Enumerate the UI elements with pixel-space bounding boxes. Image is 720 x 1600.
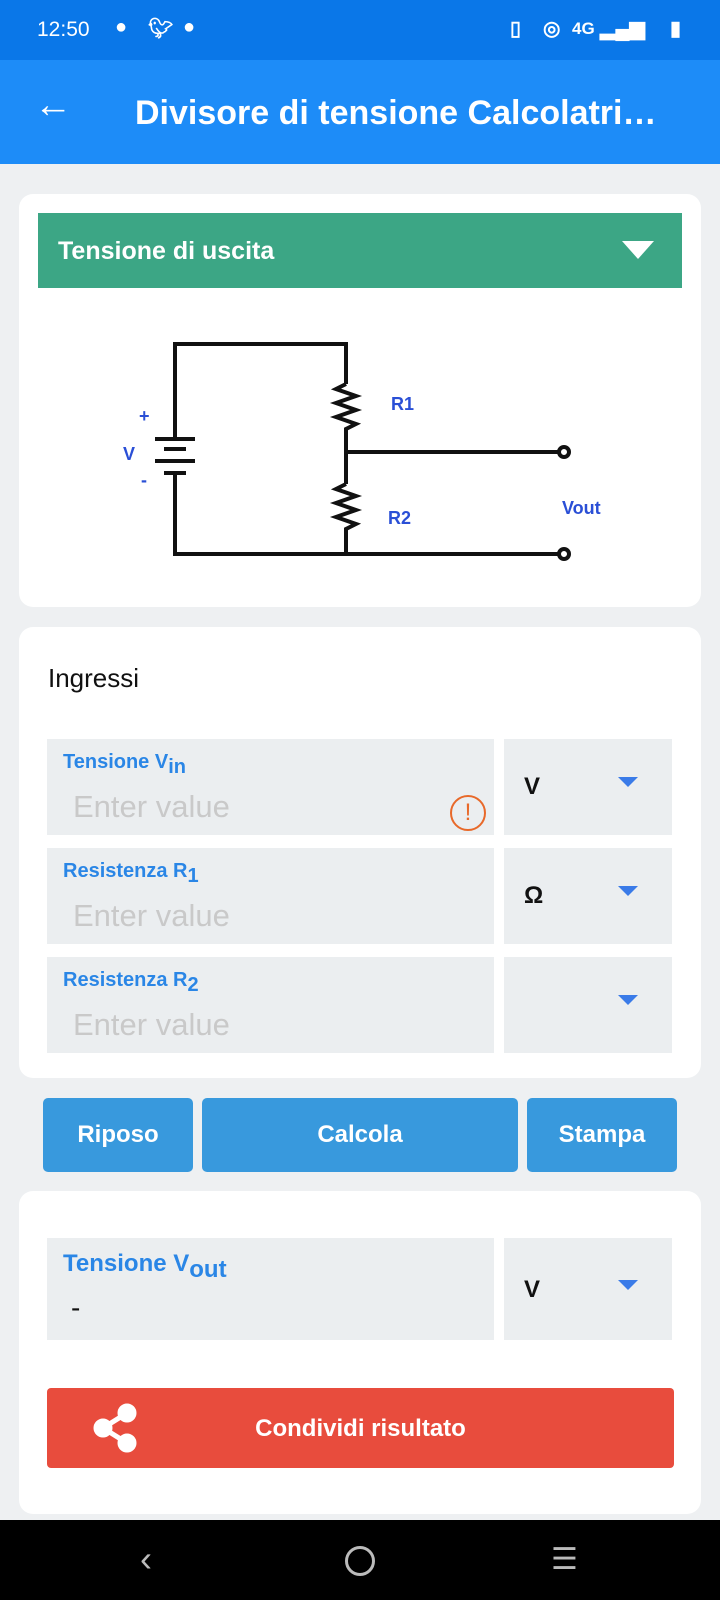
hotspot-icon: ◎ (543, 18, 561, 40)
vin-input[interactable]: Enter value (73, 789, 230, 824)
signal-icon: ▂▄▆ (600, 18, 645, 40)
vin-unit-select[interactable]: V (504, 739, 672, 835)
inputs-heading: Ingressi (48, 663, 140, 693)
r1-unit: Ω (524, 882, 544, 909)
app-notification-icon: ● (183, 16, 196, 38)
voltage-divider-diagram: + V - R1 R2 Vout (123, 342, 601, 561)
r1-label: R1 (391, 394, 414, 414)
dropdown-arrow-icon (618, 1280, 638, 1290)
vin-field[interactable]: Tensione Vin Enter value ! (47, 739, 494, 835)
warning-icon: ! (450, 795, 486, 831)
minus-label: - (141, 470, 147, 490)
v-label: V (123, 444, 135, 464)
page-title: Divisore di tensione Calcolatri… (135, 94, 657, 132)
r2-unit-select[interactable] (504, 957, 672, 1053)
back-arrow-icon[interactable]: ← (34, 84, 72, 126)
reset-button[interactable]: Riposo (43, 1098, 193, 1172)
vin-label: Tensione V (63, 751, 169, 773)
r1-subscript: 1 (187, 865, 199, 887)
share-label: Condividi risultato (255, 1415, 466, 1442)
vout-value: - (71, 1292, 81, 1323)
vout-unit-select[interactable]: V (504, 1238, 672, 1340)
twitter-icon: 🐦︎ (148, 18, 174, 40)
output-card: Tensione Vout - V Condividi risultato (19, 1191, 701, 1514)
system-nav-bar: ‹ ☰ (0, 1520, 720, 1600)
inputs-card: Ingressi Tensione Vin Enter value ! V Re… (19, 627, 701, 1078)
vout-field: Tensione Vout - (47, 1238, 494, 1340)
nav-home-icon[interactable] (345, 1546, 375, 1576)
vout-subscript: out (189, 1255, 227, 1283)
app-bar: ← Divisore di tensione Calcolatri… (0, 60, 720, 164)
battery-icon: ▮ (670, 18, 682, 40)
calculate-button[interactable]: Calcola (202, 1098, 518, 1172)
r1-field[interactable]: Resistenza R1 Enter value (47, 848, 494, 944)
vin-subscript: in (168, 756, 186, 778)
dropdown-arrow-icon (618, 777, 638, 787)
app-notification-icon: ● (115, 16, 128, 38)
r1-unit-select[interactable]: Ω (504, 848, 672, 944)
vibrate-icon: ▯ (510, 18, 522, 40)
plus-label: + (139, 406, 150, 426)
r1-field-label: Resistenza R (63, 860, 188, 882)
vout-field-label: Tensione V (63, 1250, 190, 1277)
vin-unit: V (524, 773, 541, 800)
share-icon (93, 1403, 137, 1453)
dropdown-arrow-icon (622, 241, 654, 259)
r2-input[interactable]: Enter value (73, 1007, 230, 1042)
mode-dropdown[interactable]: Tensione di uscita (38, 213, 682, 288)
clock: 12:50 (37, 18, 90, 41)
nav-back-icon[interactable]: ‹ (140, 1538, 152, 1579)
dropdown-arrow-icon (618, 995, 638, 1005)
r2-field-label: Resistenza R (63, 969, 188, 991)
circuit-card: Tensione di uscita + V - R1 R2 Vout (19, 194, 701, 607)
r2-label: R2 (388, 508, 411, 528)
print-button[interactable]: Stampa (527, 1098, 677, 1172)
nav-recents-icon[interactable]: ☰ (551, 1543, 578, 1576)
mode-dropdown-value: Tensione di uscita (58, 237, 275, 265)
vout-label: Vout (562, 498, 601, 518)
network-type: 4G (572, 19, 595, 38)
r2-subscript: 2 (187, 974, 199, 996)
dropdown-arrow-icon (618, 886, 638, 896)
vout-unit: V (524, 1276, 541, 1303)
status-bar: 12:50 ● 🐦︎ ● ▯ ◎ 4G ▂▄▆ ▮ (0, 0, 720, 60)
share-result-button[interactable]: Condividi risultato (47, 1388, 674, 1468)
r2-field[interactable]: Resistenza R2 Enter value (47, 957, 494, 1053)
r1-input[interactable]: Enter value (73, 898, 230, 933)
